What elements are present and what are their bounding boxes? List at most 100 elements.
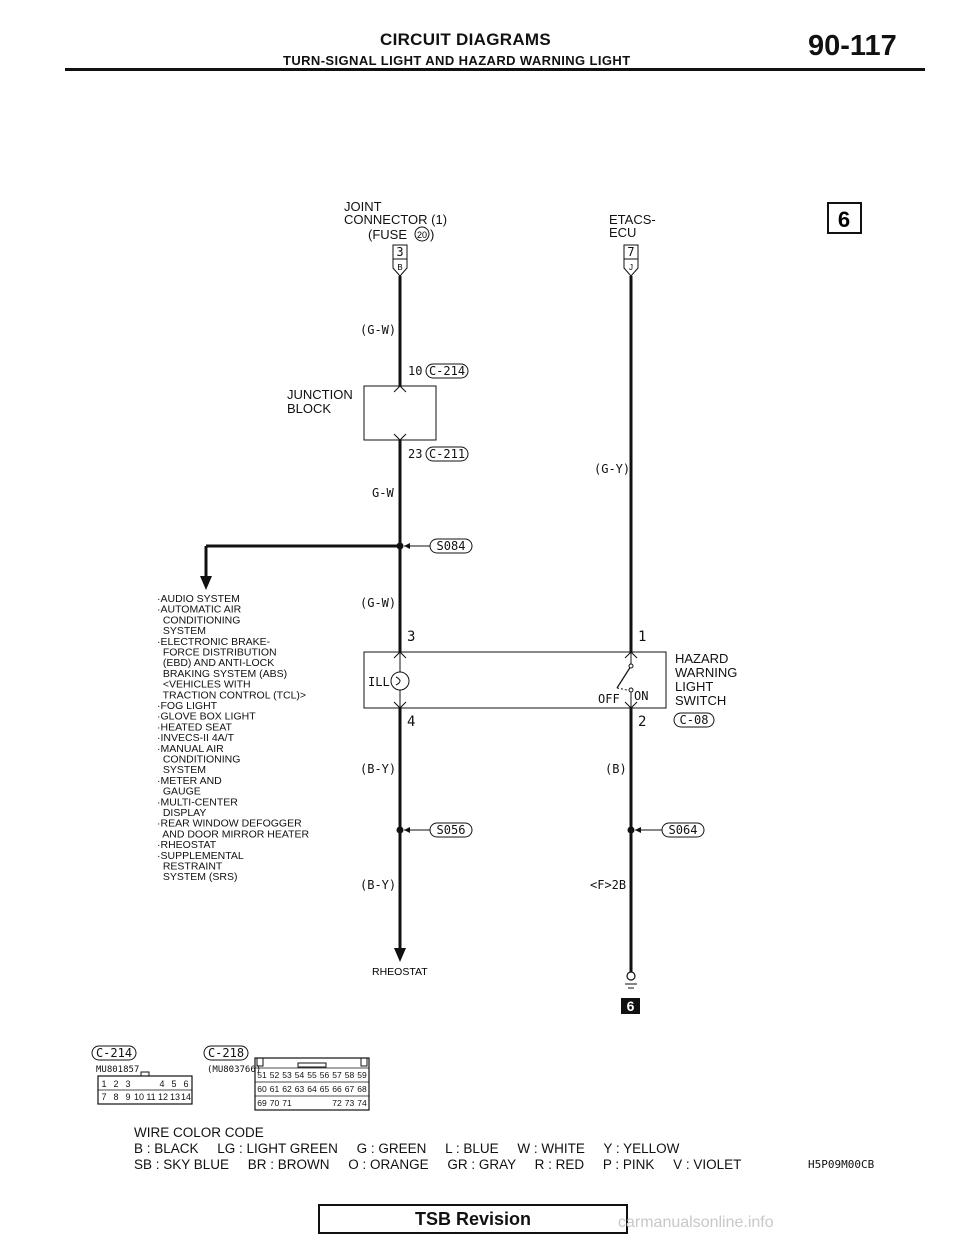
splice-s056-oval	[429, 822, 473, 838]
c218-pin: 63	[295, 1084, 305, 1094]
systems-item: ·AUDIO SYSTEM	[157, 593, 240, 605]
switch-terminal	[628, 687, 634, 693]
systems-item: SYSTEM (SRS)	[157, 871, 238, 883]
junction-top-connector-oval	[425, 363, 469, 379]
c214-pin: 11	[146, 1092, 155, 1102]
page-subtitle: TURN-SIGNAL LIGHT AND HAZARD WARNING LIG…	[283, 53, 631, 68]
switch-pivot	[628, 663, 634, 669]
hazard-pin1: 1	[638, 629, 646, 645]
splice-s064-leader-arrow	[635, 827, 641, 833]
fuse-number-circle	[414, 226, 430, 242]
systems-list: ·AUDIO SYSTEM ·AUTOMATIC AIR CONDITIONIN…	[157, 593, 309, 883]
legend-row-1: B : BLACK LG : LIGHT GREEN G : GREEN L :…	[134, 1141, 680, 1156]
c218-pin: 64	[307, 1084, 317, 1094]
c218-pin: 73	[345, 1098, 355, 1108]
joint-connector-label-2: CONNECTOR (1)	[344, 212, 447, 227]
legend-row-2: SB : SKY BLUE BR : BROWN O : ORANGE GR :…	[134, 1157, 742, 1172]
hazard-label-1: HAZARD	[675, 651, 728, 666]
junction-bottom-connector-oval	[425, 446, 469, 462]
joint-pin-letter: B	[397, 263, 402, 272]
systems-item: CONDITIONING	[157, 614, 240, 626]
c218-clip-left	[256, 1057, 264, 1067]
c214-pin: 8	[113, 1092, 118, 1102]
splice-s064-oval	[661, 822, 705, 838]
connector-c218-part: (MU803766)	[207, 1065, 261, 1075]
etacs-pin-letter: J	[629, 263, 633, 272]
etacs-label-2: ECU	[609, 225, 636, 240]
ground-marker: 6	[627, 998, 635, 1014]
switch-on-label: ON	[634, 689, 648, 703]
junction-top-pin: 10	[408, 364, 422, 378]
c218-pin: 74	[357, 1098, 367, 1108]
hazard-label-3: LIGHT	[675, 679, 713, 694]
ill-label: ILL	[368, 675, 390, 689]
connector-c214-name: C-214	[96, 1046, 132, 1060]
c218-clip-right	[360, 1057, 368, 1067]
splice-s084-oval	[429, 538, 473, 554]
c218-pin: 72	[332, 1098, 342, 1108]
hazard-connector: C-08	[680, 713, 709, 727]
c214-pin: 13	[170, 1092, 180, 1102]
connector-c218-body	[254, 1057, 370, 1111]
fuse-number: 20	[417, 230, 427, 240]
connector-c218-oval	[203, 1045, 249, 1061]
systems-item: DISPLAY	[157, 807, 206, 819]
etacs-label-1: ETACS-	[609, 212, 656, 227]
connector-c214-lock	[140, 1071, 150, 1077]
c214-pin: 9	[125, 1092, 130, 1102]
hazard-label-4: SWITCH	[675, 693, 726, 708]
c218-pin: 65	[320, 1084, 330, 1094]
c218-pin: 68	[357, 1084, 367, 1094]
c214-pin: 10	[134, 1092, 144, 1102]
c214-pin: 1	[101, 1079, 106, 1089]
hazard-pin2: 2	[638, 714, 646, 730]
joint-connector-label-3: (FUSE	[368, 227, 407, 242]
junction-block-label-1: JUNCTION	[287, 387, 353, 402]
systems-item: ·ELECTRONIC BRAKE-	[157, 636, 271, 648]
wire-label-gw-lower: (G-W)	[360, 596, 396, 610]
c218-pin: 58	[345, 1070, 355, 1080]
systems-item: TRACTION CONTROL (TCL)>	[157, 689, 306, 701]
illumination-lamp-icon	[390, 671, 410, 691]
wire-label-gy: (G-Y)	[594, 462, 630, 476]
wire-label-gw-mid: G-W	[372, 486, 394, 500]
wire-label-b: (B)	[605, 762, 627, 776]
c218-pin: 55	[307, 1070, 317, 1080]
c218-pin: 71	[282, 1098, 292, 1108]
systems-item: CONDITIONING	[157, 754, 240, 766]
c218-pin: 67	[345, 1084, 355, 1094]
c218-pin: 66	[332, 1084, 342, 1094]
systems-item: FORCE DISTRIBUTION	[157, 647, 277, 659]
systems-item: RESTRAINT	[157, 861, 223, 873]
junction-block-box	[363, 385, 437, 441]
c218-pin: 56	[320, 1070, 330, 1080]
systems-item: SYSTEM	[157, 764, 206, 776]
tsb-revision-box: TSB Revision	[318, 1204, 628, 1234]
ground-marker-box	[621, 998, 640, 1014]
splice-s056: S056	[437, 823, 466, 837]
wire-label-by-lower: (B-Y)	[360, 878, 396, 892]
watermark: carmanualsonline.info	[618, 1214, 774, 1231]
c218-pin: 54	[295, 1070, 305, 1080]
wire-label-f2b: <F>2B	[590, 878, 626, 892]
c218-pin: 62	[282, 1084, 292, 1094]
systems-item: ·RHEOSTAT	[157, 839, 217, 851]
systems-item: SYSTEM	[157, 625, 206, 637]
sheet-marker: 6	[838, 207, 850, 232]
hazard-switch-box	[363, 651, 667, 709]
connector-c218-name: C-218	[208, 1046, 244, 1060]
connector-c214-oval	[91, 1045, 137, 1061]
switch-throw-line	[616, 687, 628, 691]
c218-pin: 53	[282, 1070, 292, 1080]
joint-connector-label-1: JOINT	[344, 199, 382, 214]
rheostat-arrow	[394, 948, 406, 962]
systems-item: AND DOOR MIRROR HEATER	[157, 828, 309, 840]
c218-pin: 59	[357, 1070, 367, 1080]
figure-code: H5P09M00CB	[808, 1158, 875, 1171]
systems-item: ·METER AND	[157, 775, 222, 787]
page-title: CIRCUIT DIAGRAMS	[380, 30, 552, 49]
hazard-pin3: 3	[407, 629, 415, 645]
hazard-connector-oval	[673, 712, 715, 728]
systems-item: (EBD) AND ANTI-LOCK	[157, 657, 274, 669]
sheet-marker-box	[827, 202, 862, 234]
